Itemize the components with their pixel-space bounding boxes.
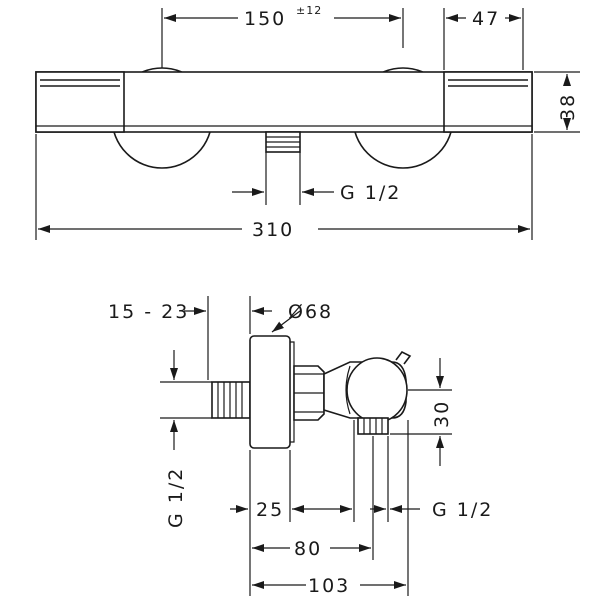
dim-center-tolerance: ±12 [296,4,322,17]
right-handle-lines [448,79,528,87]
dim-cover-diameter: Ø68 [288,301,333,323]
dim-outlet-height: 30 [431,400,453,428]
dim-wall-to-body: 25 [256,499,284,521]
left-handle-lines [40,79,120,87]
right-handle [443,71,533,133]
vent-knob [395,350,412,365]
dim-inlet-thread: G 1/2 [165,467,187,528]
dim-wall-to-outlet: 80 [294,538,322,560]
dim-center-spacing: 150 [244,8,286,30]
dim-end-cap: 47 [472,8,500,30]
dim-height: 38 [557,93,579,121]
dim-outlet-thread-top: G 1/2 [340,182,401,204]
side-view: 15 - 23 Ø68 G 1/2 30 25 G 1/2 [108,296,493,597]
dim-outlet-thread-side: G 1/2 [432,499,493,521]
outlet-fitting [357,417,389,435]
dim-total-length: 310 [252,219,294,241]
cover-plate [249,335,291,449]
top-view: 150 ±12 47 38 G 1/2 310 [35,4,580,241]
dim-wall-to-front: 103 [308,575,350,597]
left-handle [35,71,125,133]
dim-adjust-range: 15 - 23 [108,301,189,323]
